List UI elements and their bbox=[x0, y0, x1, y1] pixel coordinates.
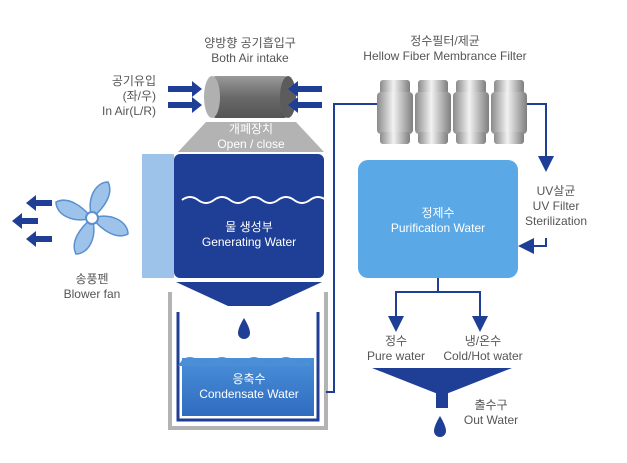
in-air-arrows-left bbox=[168, 81, 202, 113]
uv-label: UV살균 UV Filter Sterilization bbox=[520, 184, 592, 229]
out-water-label-en: Out Water bbox=[463, 413, 519, 427]
condensate-label-ko: 응축수 bbox=[232, 372, 266, 386]
in-air-label-ko: 공기유입 bbox=[111, 74, 156, 88]
generating-label-en: Generating Water bbox=[201, 235, 297, 249]
exhaust-arrows bbox=[12, 195, 52, 247]
blower-fan-icon bbox=[55, 181, 129, 255]
purification-label: 정제수 Purification Water bbox=[368, 206, 508, 236]
water-drop-1 bbox=[238, 318, 250, 339]
air-intake-label-en: Both Air intake bbox=[211, 51, 289, 65]
membrane-filters bbox=[372, 80, 527, 144]
out-water-label-ko: 출수구 bbox=[474, 398, 508, 412]
condensate-water bbox=[182, 358, 314, 416]
generating-water-wave bbox=[181, 196, 327, 204]
generating-label: 물 생성부 Generating Water bbox=[184, 220, 314, 250]
open-close-label: 개폐장치 Open / close bbox=[206, 122, 296, 152]
pipe-pure-water bbox=[388, 278, 439, 332]
cold-hot-label-ko: 냉/온수 bbox=[464, 334, 502, 348]
pure-water-label: 정수 Pure water bbox=[356, 334, 436, 364]
uv-label-en1: UV Filter bbox=[532, 199, 580, 213]
uv-label-ko: UV살균 bbox=[536, 184, 576, 198]
air-intake-label-ko: 양방향 공기흡입구 bbox=[204, 36, 296, 50]
condensate-label-en: Condensate Water bbox=[199, 387, 299, 401]
open-close-label-en: Open / close bbox=[217, 137, 285, 151]
filter-label-ko: 정수필터/제균 bbox=[410, 34, 480, 48]
out-water-label: 출수구 Out Water bbox=[456, 398, 526, 428]
in-air-label-side: (좌/우) bbox=[122, 89, 156, 103]
in-air-label-en: In Air(L/R) bbox=[101, 104, 156, 118]
fan-label-en: Blower fan bbox=[63, 287, 121, 301]
generating-water-tank bbox=[174, 154, 324, 278]
condensate-wave bbox=[178, 357, 310, 366]
pipe-cold-hot-water bbox=[438, 291, 488, 332]
side-panel bbox=[142, 154, 174, 278]
in-air-arrows-right bbox=[288, 81, 322, 113]
pipe-to-filter bbox=[326, 103, 372, 393]
generating-label-ko: 물 생성부 bbox=[225, 220, 273, 234]
condensate-tray-outer bbox=[168, 292, 328, 430]
pure-water-label-en: Pure water bbox=[366, 349, 426, 363]
cold-hot-label-en: Cold/Hot water bbox=[443, 349, 523, 363]
condensate-label: 응축수 Condensate Water bbox=[184, 372, 314, 402]
water-drop-2 bbox=[434, 416, 446, 437]
in-air-label: 공기유입 (좌/우) In Air(L/R) bbox=[92, 74, 156, 119]
fan-label: 송풍펜 Blower fan bbox=[52, 272, 132, 302]
output-funnel bbox=[372, 368, 512, 394]
open-close-label-ko: 개폐장치 bbox=[228, 122, 274, 136]
open-close-valve bbox=[178, 122, 324, 152]
uv-label-en2: Sterilization bbox=[524, 214, 588, 228]
purification-label-en: Purification Water bbox=[390, 221, 486, 235]
filter-label-en: Hellow Fiber Membrance Filter bbox=[363, 49, 527, 63]
fan-label-ko: 송풍펜 bbox=[75, 272, 109, 286]
cold-hot-label: 냉/온수 Cold/Hot water bbox=[438, 334, 528, 364]
purification-tank bbox=[358, 160, 518, 278]
pure-water-label-ko: 정수 bbox=[384, 334, 408, 348]
purification-label-ko: 정제수 bbox=[421, 206, 455, 220]
generating-funnel bbox=[176, 282, 322, 306]
pipe-filter-to-uv bbox=[527, 103, 554, 172]
air-intake-cylinder bbox=[204, 76, 296, 118]
pipe-uv-to-purification bbox=[518, 238, 547, 254]
filter-label: 정수필터/제균 Hellow Fiber Membrance Filter bbox=[350, 34, 540, 64]
air-intake-label: 양방향 공기흡입구 Both Air intake bbox=[190, 36, 310, 66]
output-spout bbox=[436, 392, 448, 408]
